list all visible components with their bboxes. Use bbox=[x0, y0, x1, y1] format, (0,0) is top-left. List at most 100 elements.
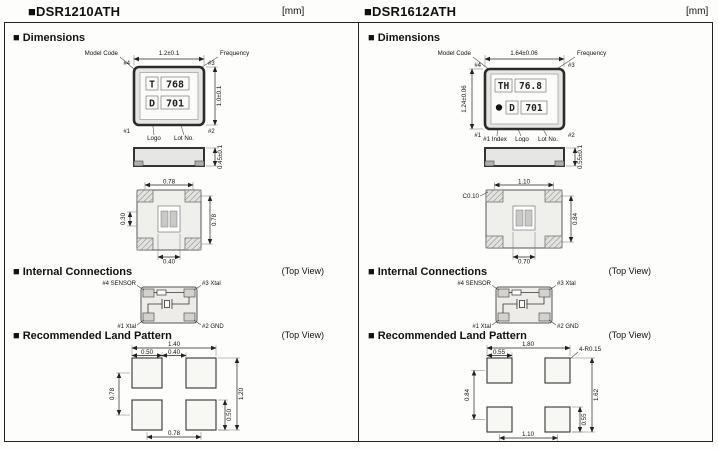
dimension-annotations bbox=[479, 182, 574, 260]
page-title-right: ■DSR1612ATH bbox=[364, 4, 457, 19]
pin1-label: #1 bbox=[474, 133, 481, 139]
dim-chamfer-note: C0.10 bbox=[462, 193, 479, 200]
internal-pin3-label: #3 Xtal bbox=[557, 281, 576, 287]
internal-pin4-label: #4 SENSOR bbox=[457, 281, 491, 287]
side-terminal-left bbox=[133, 160, 144, 167]
land-horizontal-pitch: 1.10 bbox=[522, 431, 535, 438]
land-corner-note: 4-R0.15 bbox=[579, 346, 602, 353]
section-internal-left: ■ Internal Connections (Top View) bbox=[13, 266, 352, 278]
crystal-symbol bbox=[519, 300, 525, 308]
internal-pin2-label: #2 GND bbox=[202, 324, 224, 330]
land-total-height: 1.20 bbox=[238, 387, 245, 400]
land-pads bbox=[486, 357, 571, 433]
center-pad-2 bbox=[524, 209, 533, 227]
internal-title: ■ Internal Connections bbox=[368, 266, 488, 278]
package-side-view-drawing: 0.55±0.1 bbox=[484, 144, 584, 169]
side-terminal-right bbox=[194, 160, 205, 167]
pin2-label: #2 bbox=[568, 133, 575, 139]
frequency-label: Frequency bbox=[577, 50, 607, 57]
pin2-label: #2 bbox=[208, 129, 215, 135]
marking-model-code: T bbox=[149, 80, 155, 91]
leader-lines bbox=[491, 285, 557, 326]
dim-height: 1.0±0.1 bbox=[216, 85, 223, 106]
dim-bottom-top: 1.10 bbox=[518, 179, 531, 186]
internal-title: ■ Internal Connections bbox=[13, 266, 133, 278]
land-vertical-pitch: 0.78 bbox=[109, 387, 116, 400]
dimension-annotations bbox=[127, 182, 213, 260]
dim-bottom-bottom: 0.70 bbox=[518, 259, 531, 265]
side-terminal-left bbox=[484, 160, 495, 167]
top-view-note: (Top View) bbox=[281, 330, 324, 340]
package-bottom-view-drawing: 0.78 0.30 0.78 0.40 bbox=[120, 179, 218, 265]
land-horizontal-pitch: 0.78 bbox=[168, 430, 181, 437]
internal-pin2-label: #2 GND bbox=[557, 324, 579, 330]
dim-bottom-right: 0.78 bbox=[211, 213, 218, 226]
center-pad-1 bbox=[515, 209, 524, 227]
side-body bbox=[133, 147, 205, 167]
section-dimensions-left: ■ Dimensions bbox=[13, 32, 352, 44]
section-internal-right: ■ Internal Connections (Top View) bbox=[368, 266, 707, 278]
marking-frequency: 76.8 bbox=[519, 81, 542, 92]
internal-pin3-label: #3 Xtal bbox=[202, 281, 221, 287]
center-pad-2 bbox=[169, 210, 178, 228]
lot-label: Lot No. bbox=[174, 135, 194, 142]
model-code-label: Model Code bbox=[438, 50, 472, 57]
logo-label: Logo bbox=[515, 136, 529, 142]
side-body bbox=[484, 147, 565, 167]
panel-dsr1210ath: ■ Dimensions 1.2±0.1 Model Code Frequenc… bbox=[4, 22, 358, 442]
dim-thickness: 0.45±0.1 bbox=[217, 144, 224, 169]
marking-lot: 701 bbox=[166, 99, 184, 110]
dimension-annotations bbox=[471, 345, 595, 441]
dim-thickness: 0.55±0.1 bbox=[577, 144, 584, 169]
section-dimensions-right: ■ Dimensions bbox=[368, 32, 707, 44]
internal-pin1-label: #1 Xtal bbox=[472, 324, 491, 330]
corner-terminals bbox=[136, 189, 202, 251]
corner-pads bbox=[142, 288, 196, 322]
dim-width: 1.2±0.1 bbox=[159, 50, 180, 57]
logo-label: Logo bbox=[147, 135, 161, 142]
dimension-annotations bbox=[116, 345, 240, 440]
leader-lines bbox=[136, 285, 202, 326]
land-pad-height: 0.55 bbox=[581, 413, 588, 426]
dim-bottom-bottom: 0.40 bbox=[163, 259, 176, 265]
land-total-width: 1.40 bbox=[168, 341, 181, 348]
model-code-label: Model Code bbox=[85, 50, 119, 57]
land-gap-width: 0.40 bbox=[168, 349, 181, 356]
unit-label-left: [mm] bbox=[282, 6, 305, 17]
pin4-label: #4 bbox=[123, 61, 130, 67]
center-pad-1 bbox=[160, 210, 169, 228]
top-view-note: (Top View) bbox=[281, 266, 324, 276]
section-land-right: ■ Recommended Land Pattern (Top View) bbox=[368, 330, 707, 342]
land-title: ■ Recommended Land Pattern bbox=[13, 330, 172, 342]
dim-bottom-top: 0.78 bbox=[163, 179, 176, 186]
internal-schematic bbox=[502, 289, 545, 313]
top-view-note: (Top View) bbox=[608, 330, 651, 340]
land-pads bbox=[131, 357, 217, 431]
panel-dsr1612ath: ■ Dimensions 1.64±0.06 Model Code Freque… bbox=[359, 22, 713, 442]
dim-width: 1.64±0.06 bbox=[510, 50, 538, 57]
land-pattern-drawing: 1.40 0.50 0.40 0.78 0.50 1.20 0.78 bbox=[109, 341, 245, 440]
marking-area bbox=[490, 73, 559, 125]
panel-divider bbox=[358, 22, 359, 442]
frequency-label: Frequency bbox=[220, 50, 250, 57]
package-bottom-view-drawing: 1.10 C0.10 0.84 0.70 bbox=[462, 179, 579, 265]
marking-logo: D bbox=[509, 103, 515, 114]
land-pattern-drawing: 1.80 0.55 4-R0.15 0.84 0.55 1.62 1.10 bbox=[464, 341, 602, 441]
package-top-view-drawing: 1.64±0.06 Model Code Frequency 1.24±0.06… bbox=[438, 50, 608, 142]
land-pad-height: 0.50 bbox=[226, 408, 233, 421]
marking-model-code: TH bbox=[498, 81, 510, 92]
corner-pads bbox=[497, 288, 551, 322]
sensor-symbol bbox=[156, 289, 167, 296]
internal-pin1-label: #1 Xtal bbox=[117, 324, 136, 330]
land-pad-width: 0.55 bbox=[493, 349, 506, 356]
pin3-label: #3 bbox=[568, 63, 575, 69]
package-side-view-drawing: 0.45±0.1 bbox=[133, 144, 224, 169]
pin4-label: #4 bbox=[474, 63, 481, 69]
pin1-label: #1 bbox=[123, 129, 130, 135]
sensor-symbol bbox=[511, 289, 522, 296]
index-dot bbox=[495, 104, 503, 111]
dim-bottom-right: 0.84 bbox=[572, 212, 579, 225]
dimension-annotations bbox=[566, 147, 578, 167]
internal-connections-drawing: #4 SENSOR #3 Xtal #1 Xtal #2 GND bbox=[102, 281, 224, 330]
corner-terminals bbox=[485, 189, 563, 249]
